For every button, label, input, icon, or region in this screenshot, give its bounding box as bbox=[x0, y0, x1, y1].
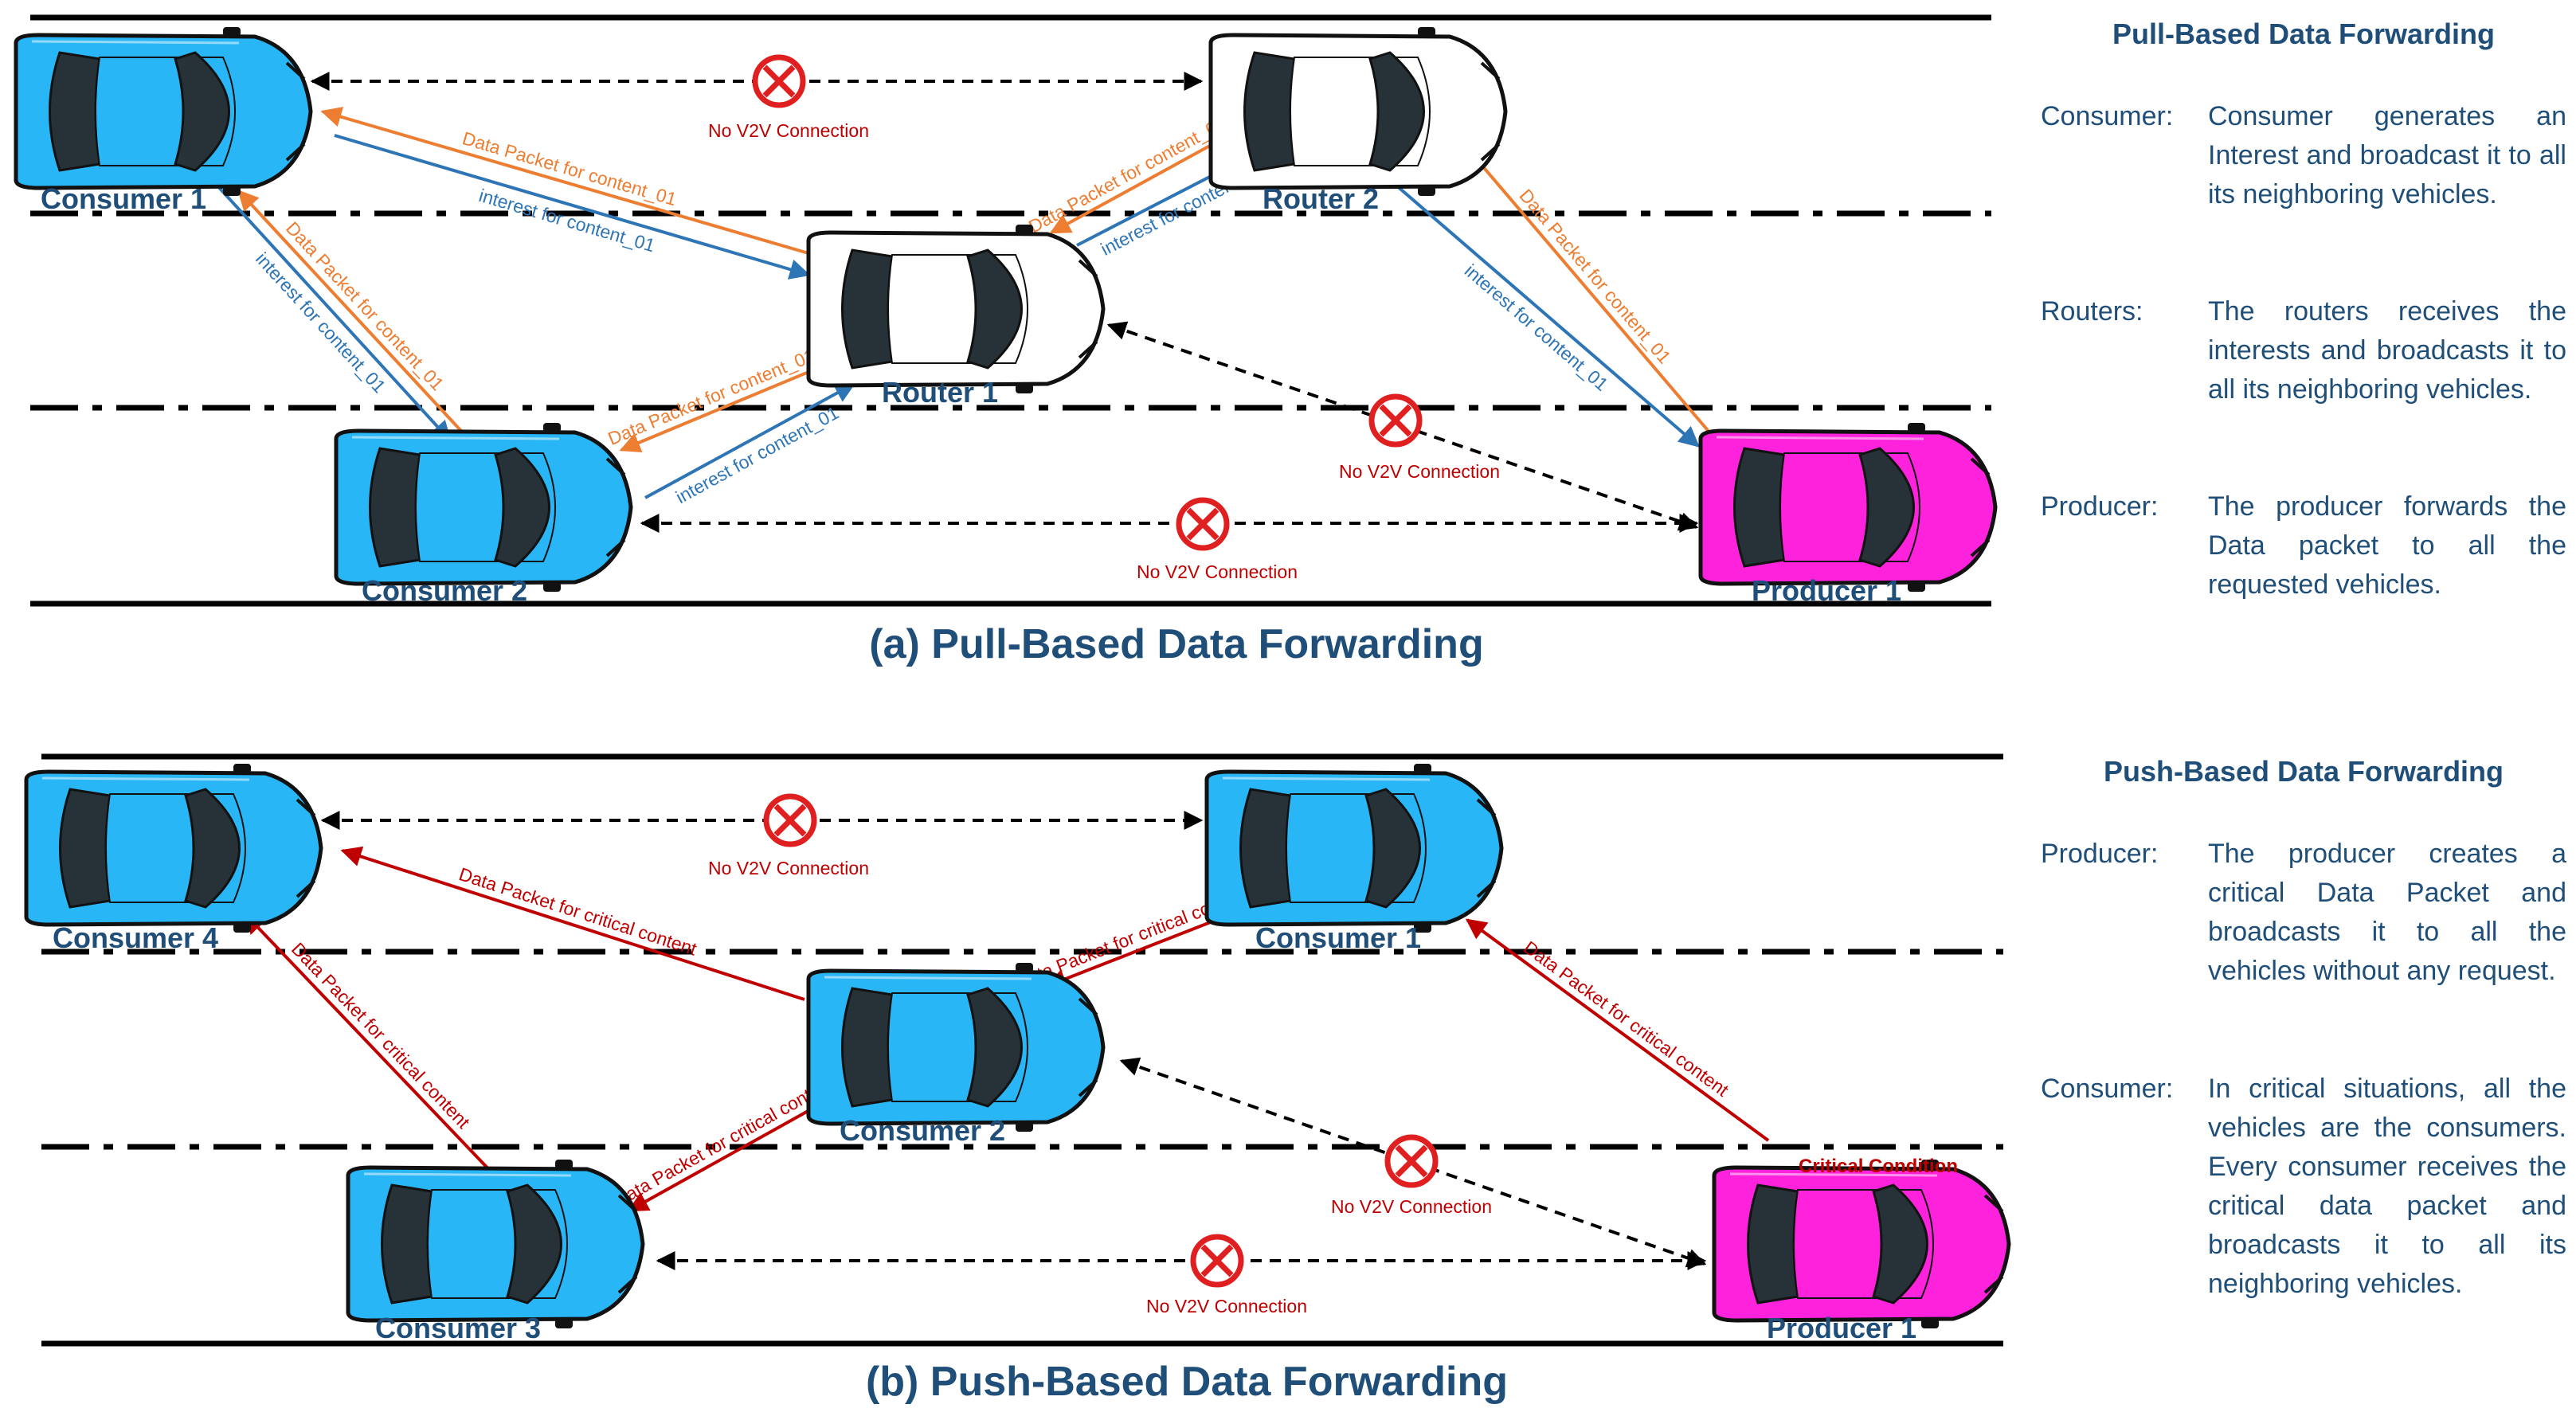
car-producer1-a bbox=[1698, 423, 1998, 592]
no-v2v-label-a3: No V2V Connection bbox=[1137, 561, 1298, 582]
desc-text: The producer forwards the Data packet to… bbox=[2208, 491, 2566, 600]
car-router1-a bbox=[806, 225, 1106, 393]
car-consumer4-b bbox=[24, 764, 323, 933]
desc-term: Producer: bbox=[2041, 491, 2159, 522]
no-connection-icon-b3 bbox=[1190, 1234, 1244, 1288]
car-consumer2-b bbox=[806, 963, 1106, 1132]
vehicle-label-consumer1-a: Consumer 1 bbox=[41, 182, 206, 215]
vehicle-label-router2-a: Router 2 bbox=[1263, 182, 1379, 215]
car-consumer3-b bbox=[346, 1160, 645, 1328]
desc-text: Consumer generates an Interest and broad… bbox=[2208, 101, 2566, 209]
arrow-b-c2-c4-label: Data Packet for critical content bbox=[456, 863, 699, 960]
arrow-a-data-c2-c1: Data Packet for content_01 bbox=[237, 190, 472, 442]
desc-term: Consumer: bbox=[2041, 101, 2174, 131]
arrow-b-c3-c4-label: Data Packet for critical content bbox=[288, 938, 475, 1132]
vehicle-label-producer1-b: Producer 1 bbox=[1767, 1312, 1916, 1344]
desc-text: In critical situations, all the vehicles… bbox=[2208, 1074, 2566, 1299]
no-connection-icon-a1 bbox=[752, 54, 806, 108]
vehicle-label-consumer2-b: Consumer 2 bbox=[840, 1114, 1005, 1147]
no-connection-icon-a3 bbox=[1176, 497, 1230, 551]
road-a bbox=[30, 14, 1991, 607]
vehicle-label-consumer4-b: Consumer 4 bbox=[53, 921, 218, 954]
critical-condition-label: Critical Condition bbox=[1799, 1156, 1958, 1177]
vehicle-label-producer1-a: Producer 1 bbox=[1752, 574, 1901, 607]
no-v2v-label-b1: No V2V Connection bbox=[708, 858, 869, 878]
arrow-b-c2-c3-label: Data Packet for critical content bbox=[610, 1072, 838, 1211]
caption-b: (b) Push-Based Data Forwarding bbox=[866, 1359, 1508, 1405]
car-router2-a bbox=[1208, 27, 1508, 196]
desc-text: The producer creates a critical Data Pac… bbox=[2208, 839, 2566, 986]
caption-a: (a) Pull-Based Data Forwarding bbox=[869, 621, 1483, 667]
car-producer1-b bbox=[1712, 1160, 2011, 1328]
no-connection-icon-a2 bbox=[1368, 393, 1423, 448]
vehicle-label-consumer1-b: Consumer 1 bbox=[1255, 921, 1421, 954]
arrow-b-c2-c3: Data Packet for critical content bbox=[610, 1072, 838, 1212]
panel-title-pull: Pull-Based Data Forwarding bbox=[2112, 18, 2496, 50]
car-consumer2-a bbox=[334, 423, 633, 592]
description-panel-push: Push-Based Data Forwarding Producer: The… bbox=[2041, 755, 2566, 1376]
arrow-a-interest-c1-r1: interest for content_01 bbox=[334, 134, 811, 280]
vehicle-label-consumer3-b: Consumer 3 bbox=[375, 1312, 541, 1344]
desc-text: The routers receives the interests and b… bbox=[2208, 296, 2566, 405]
no-connection-icon-b1 bbox=[763, 793, 817, 847]
arrow-b-p1-c1-label: Data Packet for critical content bbox=[1520, 937, 1732, 1101]
vehicle-label-consumer2-a: Consumer 2 bbox=[362, 574, 527, 607]
car-consumer1-a bbox=[14, 27, 313, 196]
description-panel-pull: Pull-Based Data Forwarding Consumer: Con… bbox=[2041, 18, 2566, 607]
desc-term: Consumer: bbox=[2041, 1074, 2174, 1104]
panel-title-push: Push-Based Data Forwarding bbox=[2103, 755, 2504, 788]
arrow-a-interest-c1-c2: interest for content_01 bbox=[213, 182, 452, 442]
no-v2v-label-b3: No V2V Connection bbox=[1146, 1296, 1307, 1316]
no-v2v-label-a2: No V2V Connection bbox=[1339, 461, 1500, 482]
no-connection-marks bbox=[752, 54, 1439, 1288]
car-consumer1-b bbox=[1204, 764, 1504, 933]
no-v2v-label-b2: No V2V Connection bbox=[1331, 1196, 1492, 1217]
desc-term: Routers: bbox=[2041, 296, 2143, 327]
vehicles bbox=[14, 27, 2011, 1328]
no-v2v-label-a1: No V2V Connection bbox=[708, 120, 869, 141]
vehicle-label-router1-a: Router 1 bbox=[882, 376, 998, 409]
no-connection-icon-b2 bbox=[1384, 1134, 1439, 1188]
desc-term: Producer: bbox=[2041, 839, 2159, 869]
